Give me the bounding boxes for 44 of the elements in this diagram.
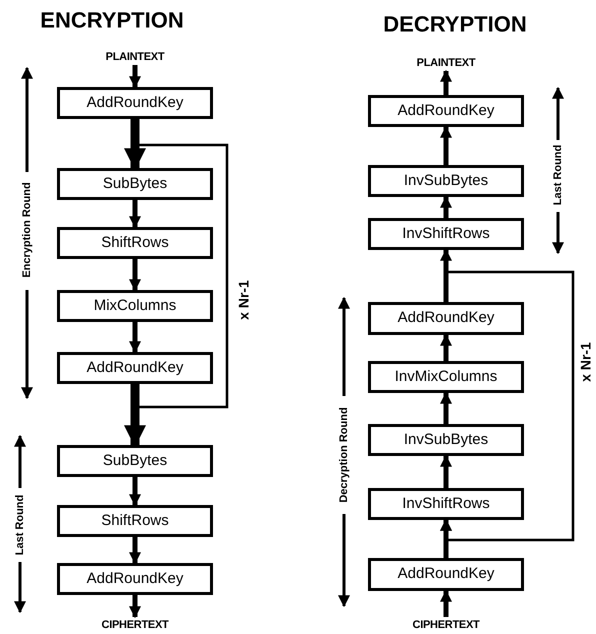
arrow — [129, 322, 141, 354]
round-label: Encryption Round — [20, 182, 34, 278]
io-label: PLAINTEXT — [396, 55, 496, 71]
io-label: CIPHERTEXT — [396, 617, 496, 633]
arrow — [440, 126, 452, 165]
arrow — [440, 196, 452, 218]
process-box: InvMixColumns — [368, 361, 524, 393]
arrow — [124, 384, 146, 448]
arrow — [440, 248, 452, 302]
io-label: PLAINTEXT — [85, 49, 185, 65]
arrow — [129, 537, 141, 564]
arrow — [129, 65, 141, 88]
process-box: MixColumns — [57, 290, 213, 322]
process-box: AddRoundKey — [57, 87, 213, 119]
section-title: DECRYPTION — [383, 10, 527, 38]
arrow — [129, 259, 141, 292]
arrow — [440, 392, 452, 424]
round-label: Last Round — [550, 144, 565, 206]
arrow — [124, 119, 146, 170]
process-box: AddRoundKey — [57, 352, 213, 384]
round-label: Last Round — [12, 494, 27, 556]
arrow — [440, 70, 452, 95]
process-box: InvSubBytes — [368, 424, 524, 456]
arrow — [440, 454, 452, 488]
process-box: AddRoundKey — [368, 95, 524, 127]
process-box: SubBytes — [57, 445, 213, 477]
process-box: InvShiftRows — [368, 218, 524, 250]
arrow — [440, 590, 452, 617]
process-box: AddRoundKey — [368, 302, 524, 335]
round-label: Decryption Round — [336, 407, 351, 503]
arrow — [440, 334, 452, 361]
section-title: ENCRYPTION — [40, 6, 184, 34]
loop-arrow — [440, 270, 574, 542]
process-box: ShiftRows — [57, 227, 213, 259]
process-box: ShiftRows — [57, 505, 213, 537]
process-box: AddRoundKey — [57, 563, 213, 595]
process-box: SubBytes — [57, 168, 213, 200]
arrow — [129, 477, 141, 506]
io-label: CIPHERTEXT — [85, 617, 185, 633]
process-box: InvSubBytes — [368, 165, 524, 197]
process-box: AddRoundKey — [368, 558, 524, 591]
arrow — [129, 595, 141, 618]
arrow — [129, 200, 141, 228]
process-box: InvShiftRows — [368, 488, 524, 520]
